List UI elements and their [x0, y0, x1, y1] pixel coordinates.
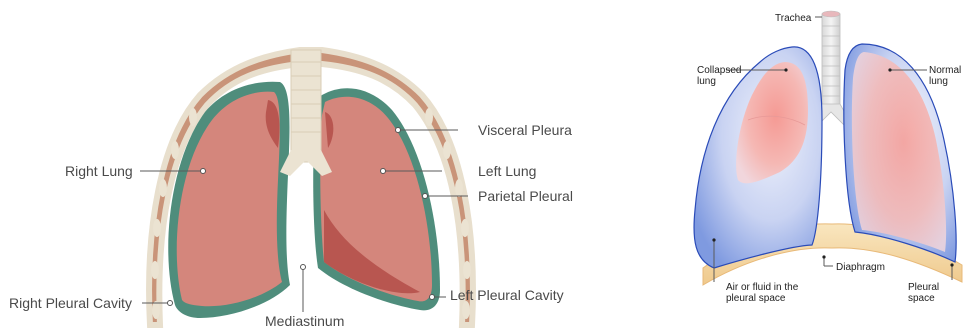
label-air-fluid-line1: Air or fluid in the: [726, 282, 799, 293]
label-parietal-pleural: Parietal Pleural: [478, 188, 573, 204]
label-left-lung: Left Lung: [478, 163, 536, 179]
trachea-right: [822, 14, 840, 112]
label-pleural-space-line2: space: [908, 293, 935, 304]
trachea-left: [291, 50, 321, 162]
label-right-lung: Right Lung: [65, 163, 133, 179]
label-left-pleural-cavity: Left Pleural Cavity: [450, 287, 564, 303]
right-pneumothorax-diagram: Trachea Collapsed lung Normal lung Diaph…: [694, 11, 962, 304]
label-visceral-pleura: Visceral Pleura: [478, 122, 572, 138]
label-diaphragm: Diaphragm: [836, 262, 885, 273]
right-lung-marker: [201, 169, 206, 174]
mediastinum-marker: [301, 265, 306, 270]
label-normal-lung-line2: lung: [929, 76, 948, 87]
parietal-pleural-marker: [423, 194, 428, 199]
label-collapsed-lung-line1: Collapsed: [697, 65, 741, 76]
visceral-pleura-marker: [396, 128, 401, 133]
label-mediastinum: Mediastinum: [265, 313, 344, 329]
label-normal-lung-line1: Normal: [929, 65, 961, 76]
label-collapsed-lung-line2: lung: [697, 76, 716, 87]
right-pleural-cavity-marker: [168, 301, 173, 306]
label-air-fluid-line2: pleural space: [726, 293, 786, 304]
label-pleural-space-line1: Pleural: [908, 282, 939, 293]
left-lung-marker: [381, 169, 386, 174]
left-anatomy-diagram: Visceral Pleura Right Lung Left Lung Par…: [9, 50, 573, 329]
left-pleural-cavity-marker: [430, 295, 435, 300]
label-trachea: Trachea: [775, 13, 812, 24]
label-right-pleural-cavity: Right Pleural Cavity: [9, 295, 132, 311]
